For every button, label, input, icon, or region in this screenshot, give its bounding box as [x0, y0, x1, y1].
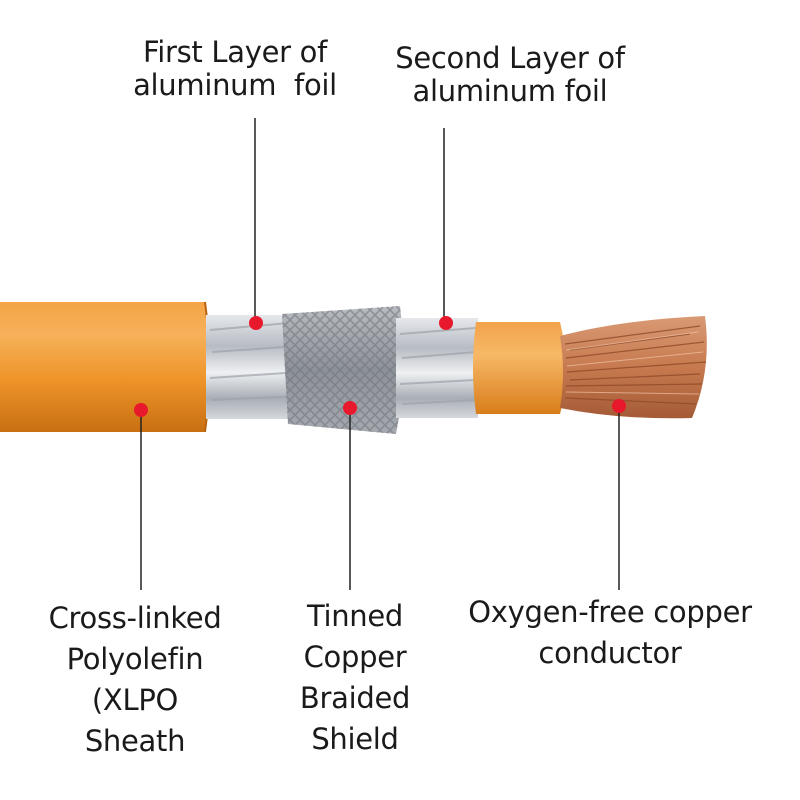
label-braid-line2: Copper — [303, 640, 407, 674]
braided-shield — [282, 306, 404, 434]
label-first-foil-layer: First Layer of aluminum foil — [105, 36, 365, 102]
outer-sheath — [0, 301, 211, 433]
marker-second-foil — [439, 316, 453, 330]
second-foil-layer — [396, 318, 478, 418]
marker-braid — [343, 401, 357, 415]
label-sheath: Cross-linked Polyolefin (XLPO Sheath — [20, 598, 250, 762]
label-sheath-line4: Sheath — [84, 724, 186, 758]
label-braid-line1: Tinned — [306, 599, 404, 633]
inner-insulation — [473, 322, 566, 414]
copper-conductor — [560, 316, 707, 419]
label-copper-conductor: Oxygen-free copper conductor — [450, 592, 770, 674]
label-braided-shield: Tinned Copper Braided Shield — [270, 596, 440, 760]
label-second-foil-line2: aluminum foil — [412, 74, 608, 108]
label-sheath-line3: (XLPO — [91, 683, 179, 717]
label-braid-line3: Braided — [299, 681, 411, 715]
marker-conductor — [612, 399, 626, 413]
label-second-foil-layer: Second Layer of aluminum foil — [380, 42, 640, 108]
label-conductor-line2: conductor — [538, 636, 682, 670]
marker-sheath — [134, 403, 148, 417]
label-sheath-line2: Polyolefin — [66, 642, 204, 676]
label-first-foil-line1: First Layer of — [142, 35, 328, 69]
label-sheath-line1: Cross-linked — [48, 601, 222, 635]
leader-lines — [140, 118, 620, 590]
label-second-foil-line1: Second Layer of — [395, 41, 625, 75]
label-first-foil-line2: aluminum foil — [133, 68, 337, 102]
marker-first-foil — [249, 316, 263, 330]
label-braid-line4: Shield — [311, 722, 399, 756]
label-conductor-line1: Oxygen-free copper — [468, 595, 752, 629]
markers — [134, 316, 626, 417]
